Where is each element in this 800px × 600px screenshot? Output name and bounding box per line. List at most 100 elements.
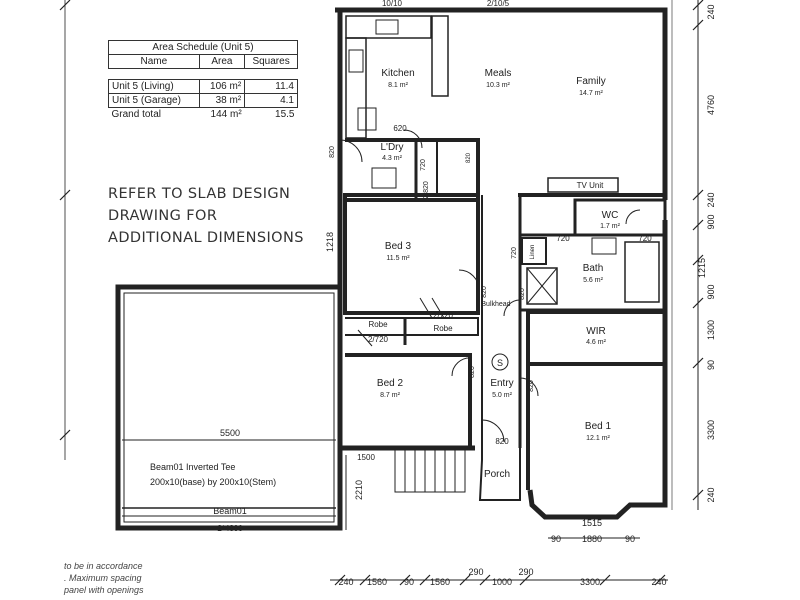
dim-left-0: 1218 [325,232,335,252]
room-wc-area: 1.7 m² [600,223,621,230]
room-wir-name: WIR [586,326,605,337]
table-row: Unit 5 (Living) 106 m² 11.4 [108,79,298,94]
note-line: REFER TO SLAB DESIGN [108,186,291,202]
dim-bottom-2: 90 [404,577,414,587]
room-meals-area: 10.3 m² [486,82,510,89]
dim-robe-right: 2/720 [433,311,454,320]
schedule-header-squares: Squares [244,54,298,69]
bed3-walls [343,193,480,315]
schedule-total-name: Grand total [111,109,161,120]
note-line: DRAWING FOR [108,208,218,224]
dim-bay-1: 90 [551,534,561,544]
schedule-row-area: 38 m² [198,93,246,108]
wir-walls [526,310,667,366]
linen-label: Linen [530,245,536,260]
bathtub [624,241,660,303]
dim-right-7: 90 [706,360,716,370]
dim-bottom-1: 1560 [367,577,387,587]
room-entry-name: Entry [490,378,513,389]
dim-bay-0: 1515 [582,518,602,528]
garage-walls [115,284,343,531]
dim-bottom-6: 290 [518,567,533,577]
kitchen-sink [375,19,399,35]
dim-bottom-8: 240 [651,577,666,587]
beam-label: Beam01 [213,506,247,516]
dim-entry-side: 820 [528,380,535,392]
area-schedule-table: Area Schedule (Unit 5) Name Area Squares… [108,40,298,121]
room-bed3-area: 11.5 m² [386,255,410,262]
room-meals-name: Meals [485,68,512,79]
bed2-walls [345,353,472,448]
beam-text-2: 200x10(base) by 200x10(Stem) [150,477,276,487]
dim-right-9: 240 [706,487,716,502]
room-bed2-name: Bed 2 [377,378,404,389]
dim-linen-door: 720 [511,247,518,259]
room-kitchen-name: Kitchen [381,68,414,79]
dim-robe-left: 2/720 [368,335,389,344]
dim-bottom-3: 1560 [430,577,450,587]
dim-top-1: 2/10/5 [487,0,510,8]
laundry-wall [345,138,480,202]
robe-left-label: Robe [368,320,388,329]
dim-left-1: 2210 [354,480,364,500]
bulkhead-label: Bulkhead [481,301,510,308]
footer-line: to be in accordance [64,561,143,571]
schedule-row-name: Unit 5 (Garage) [108,93,200,108]
schedule-row-name: Unit 5 (Living) [108,79,200,94]
schedule-header-name: Name [108,54,200,69]
room-family-area: 14.7 m² [579,90,603,97]
garage-dim-label: 5500 [220,428,240,438]
tv-unit-label: TV Unit [577,181,604,190]
dim-top-0: 10/10 [382,0,403,8]
dim-right-2: 240 [706,192,716,207]
room-bed1-name: Bed 1 [585,421,612,432]
robe-walls [345,317,479,336]
schedule-header-area: Area [198,54,246,69]
room-bath-area: 5.6 m² [583,277,604,284]
room-bed3-name: Bed 3 [385,241,412,252]
kitchen-island [431,15,449,97]
vanity [591,237,617,255]
schedule-total-area: 144 m² [210,109,242,120]
dim-right-8: 3300 [706,420,716,440]
room-wir-area: 4.6 m² [586,339,607,346]
wc-walls [573,198,667,237]
dim-right-5: 900 [706,284,716,299]
dim-right-0: 240 [706,4,716,19]
dim-right-1: 4760 [706,95,716,115]
dim-bath-door: 820 [519,288,526,300]
dim-bottom-5: 1000 [492,577,512,587]
room-ldry-area: 4.3 m² [382,155,403,162]
house-right-wall-lower [527,220,668,520]
dim-entry-front: 820 [495,437,509,446]
schedule-title: Area Schedule (Unit 5) [108,40,298,55]
beam-dim-label: 2*4800 [217,524,243,533]
schedule-total-row: Grand total 144 m² 15.5 [109,108,298,122]
dim-ldry-side: 2/820 [423,181,430,199]
schedule-row-area: 106 m² [198,79,246,94]
shower [526,267,558,305]
schedule-row-squares: 11.4 [244,79,298,94]
dim-bed2-door: 820 [469,366,476,378]
room-ldry-name: L'Dry [380,142,403,153]
linen-cupboard [521,237,547,265]
porch-wall [478,448,521,501]
footer-note: to be in accordance . Maximum spacing pa… [64,560,144,596]
dim-bed3-door: 820 [481,286,488,298]
room-entry-area: 5.0 m² [492,392,513,399]
cooktop [348,49,364,73]
room-bath-name: Bath [583,263,604,274]
dim-right-6: 1300 [706,320,716,340]
room-wc-name: WC [602,210,619,221]
dim-bottom-4: 290 [468,567,483,577]
dim-left-door2: 820 [466,152,472,163]
slab-design-note: REFER TO SLAB DESIGN DRAWING FOR ADDITIO… [108,183,304,249]
front-steps [394,449,466,493]
dim-stair: 1500 [357,453,375,462]
note-line: ADDITIONAL DIMENSIONS [108,230,304,246]
dim-ldry-top: 620 [393,124,407,133]
kitchen-cabinet [345,15,432,39]
schedule-total-squares: 15.5 [275,109,295,120]
dim-bay-3: 90 [625,534,635,544]
